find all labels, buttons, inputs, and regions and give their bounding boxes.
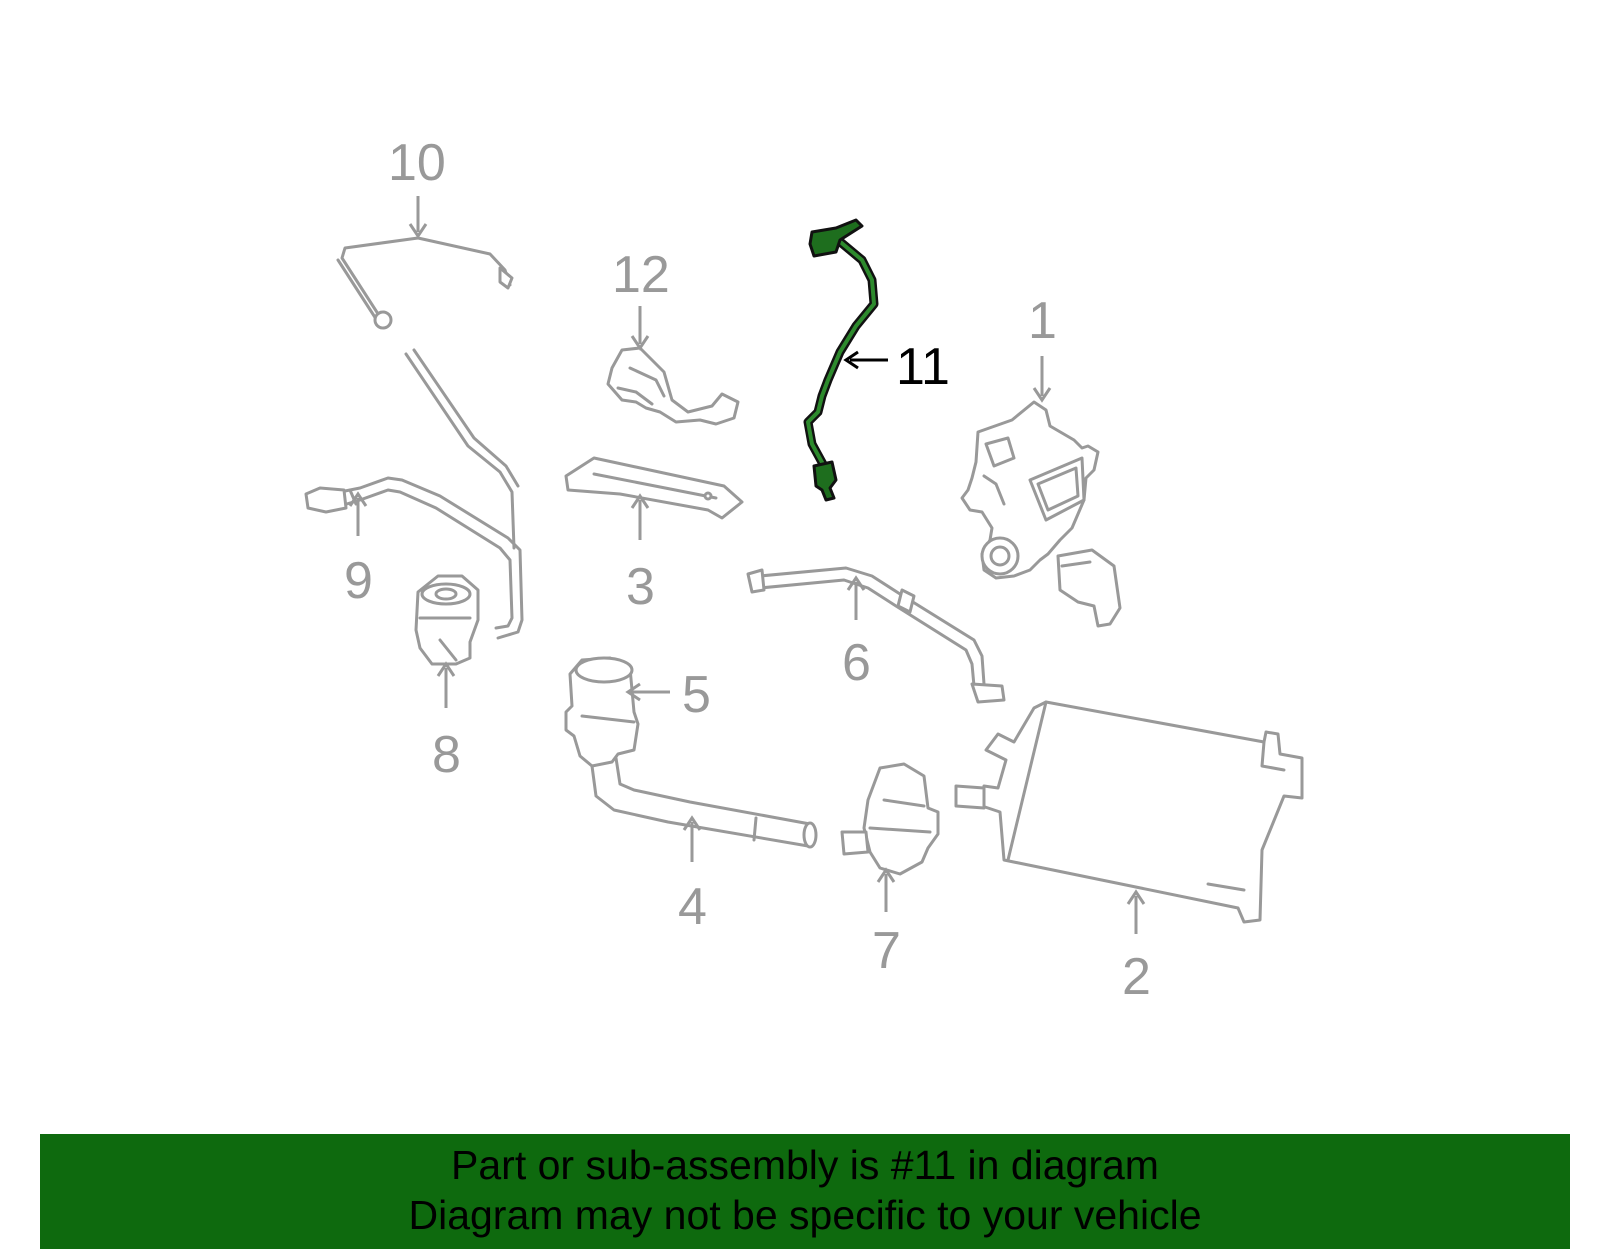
part-5-air-pump[interactable]	[564, 656, 640, 768]
callout-label-2: 2	[1122, 948, 1151, 1006]
part-6-hose[interactable]	[746, 566, 1006, 704]
banner-line-2: Diagram may not be specific to your vehi…	[408, 1192, 1202, 1238]
callout-10: 10	[388, 134, 446, 239]
callout-label-7: 7	[872, 922, 901, 980]
info-banner: Part or sub-assembly is #11 in diagram D…	[40, 1134, 1570, 1249]
callout-3: 3	[626, 493, 655, 616]
callout-label-9: 9	[344, 552, 373, 610]
callout-label-12: 12	[612, 246, 670, 304]
part-12-harness[interactable]	[606, 346, 740, 426]
callout-6: 6	[842, 575, 871, 692]
part-2-canister[interactable]	[954, 700, 1304, 924]
part-8-solenoid[interactable]	[414, 574, 480, 666]
callout-9: 9	[344, 491, 373, 610]
callout-label-1: 1	[1028, 292, 1057, 350]
part-7-check-valve[interactable]	[840, 762, 940, 876]
part-11-sensor-lead[interactable]	[803, 218, 879, 502]
callout-8: 8	[432, 661, 461, 784]
callout-label-6: 6	[842, 634, 871, 692]
part-long-tube	[404, 348, 520, 550]
banner-line-1: Part or sub-assembly is #11 in diagram	[451, 1142, 1159, 1188]
part-9-hose[interactable]	[304, 476, 524, 640]
callout-7: 7	[872, 867, 901, 980]
callout-2: 2	[1122, 889, 1151, 1006]
part-10-vacuum-hose[interactable]	[336, 236, 514, 330]
callout-label-4: 4	[678, 878, 707, 936]
callout-1: 1	[1028, 292, 1057, 403]
callout-label-11: 11	[896, 338, 950, 396]
part-4-hose[interactable]	[590, 756, 818, 849]
part-1-valve-body[interactable]	[960, 400, 1122, 628]
callout-label-8: 8	[432, 726, 461, 784]
part-3-bracket[interactable]	[564, 456, 744, 520]
callout-11: 11	[843, 338, 950, 396]
callout-label-3: 3	[626, 558, 655, 616]
callout-12: 12	[612, 246, 670, 351]
callout-5: 5	[625, 666, 711, 724]
callout-4: 4	[678, 815, 707, 936]
callout-label-10: 10	[388, 134, 446, 192]
callout-label-5: 5	[682, 666, 711, 724]
